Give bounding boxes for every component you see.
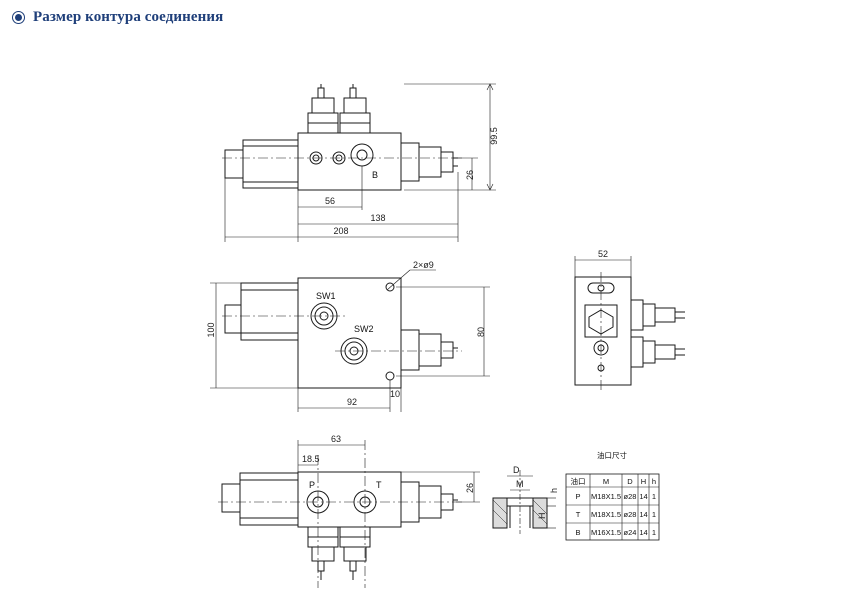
- table-cell: 1: [652, 510, 656, 519]
- dim-offset-b: 26: [465, 170, 475, 180]
- table-cell: M18X1.5: [591, 492, 621, 501]
- table-cell: ø28: [624, 492, 637, 501]
- dim-body-length: 138: [370, 213, 385, 223]
- port-b-label: B: [372, 170, 378, 180]
- table-header-m: M: [603, 477, 609, 486]
- sw2-label: SW2: [354, 324, 374, 334]
- table-cell: 14: [639, 492, 647, 501]
- table-cell: 1: [652, 492, 656, 501]
- table-cell: B: [575, 528, 580, 537]
- table-cell: ø24: [624, 528, 637, 537]
- port-table-title: 油口尺寸: [597, 450, 627, 460]
- table-cell: ø28: [624, 510, 637, 519]
- dim-side-width: 52: [598, 249, 608, 259]
- bottom-view: P T 63 18.5 26: [218, 434, 480, 588]
- side-view: 52: [574, 249, 685, 390]
- detail-m-label: M: [516, 479, 524, 489]
- dim-total-length: 208: [333, 226, 348, 236]
- port-detail: D M h H: [492, 465, 559, 534]
- dim-height-top: 99.5: [489, 127, 499, 145]
- table-header-h: h: [652, 477, 656, 486]
- dim-port-offset: 56: [325, 196, 335, 206]
- dim-height-body: 80: [476, 327, 486, 337]
- table-cell: P: [575, 492, 580, 501]
- detail-d-label: D: [513, 465, 520, 475]
- port-p-label: P: [309, 480, 315, 490]
- detail-h-small-label: h: [549, 488, 559, 493]
- section-header: Размер контура соединения: [12, 6, 223, 28]
- section-title: Размер контура соединения: [33, 8, 224, 25]
- dim-width: 92: [347, 397, 357, 407]
- dim-height-bottom: 26: [465, 483, 475, 493]
- detail-h-big-label: H: [537, 513, 547, 520]
- sw1-label: SW1: [316, 291, 336, 301]
- radio-selected-icon: [12, 10, 25, 24]
- dim-offset: 18.5: [302, 454, 320, 464]
- table-cell: M16X1.5: [591, 528, 621, 537]
- dim-span: 63: [331, 434, 341, 444]
- front-view: SW1 SW2 2×ø9 100 80 92 10: [206, 260, 490, 412]
- port-table: 油口尺寸 油口 M D H h P M18X1.5 ø28 14 1 T M18…: [565, 450, 660, 541]
- table-cell: 14: [639, 510, 647, 519]
- dim-height-total: 100: [206, 322, 216, 337]
- table-header-port: 油口: [571, 476, 586, 486]
- dim-edge: 10: [390, 389, 400, 399]
- table-cell: 1: [652, 528, 656, 537]
- table-cell: M18X1.5: [591, 510, 621, 519]
- top-view: B 99.5 26 56 138 208: [222, 83, 499, 242]
- table-cell: 14: [639, 528, 647, 537]
- port-t-label: T: [376, 480, 382, 490]
- table-cell: T: [576, 510, 581, 519]
- table-header-hh: H: [641, 477, 646, 486]
- table-header-d: D: [627, 477, 633, 486]
- dim-holes: 2×ø9: [413, 260, 434, 270]
